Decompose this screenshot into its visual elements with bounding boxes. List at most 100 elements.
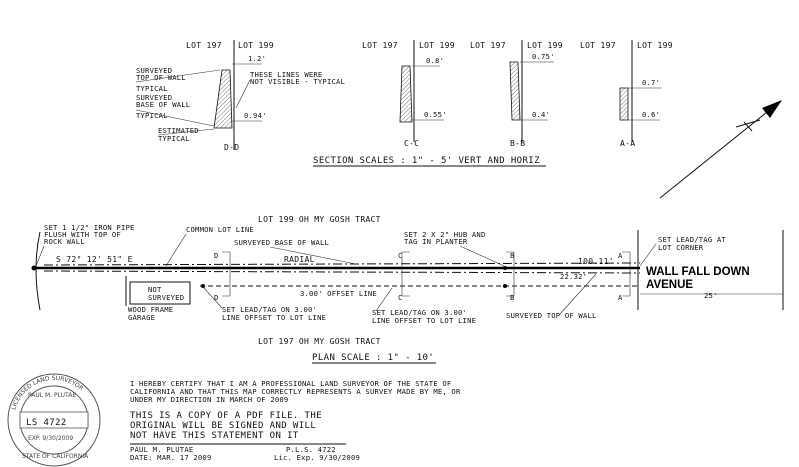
note-common-lot-line: COMMON LOT LINE	[186, 225, 254, 234]
note-lead-tag-corner-2: LOT CORNER	[658, 243, 704, 252]
section-cc-label: C-C	[404, 139, 419, 148]
section-bb-dim-bottom: 0.4'	[532, 110, 550, 119]
note-iron-pipe-3: ROCK WALL	[44, 237, 85, 246]
section-bb-lot-left: LOT 197	[470, 41, 506, 50]
note-lead-tag-corner-1: SET LEAD/TAG AT	[658, 235, 726, 244]
lead-tag-right	[503, 284, 507, 288]
note-radial: RADIAL	[284, 255, 315, 264]
copy-note-2: ORIGINAL WILL BE SIGNED AND WILL	[130, 421, 316, 431]
section-mark-b-top: B	[510, 251, 515, 260]
lead-tag-left	[201, 284, 205, 288]
section-aa-label: A-A	[620, 139, 635, 148]
note-not-visible-1: THESE LINES WERE	[250, 70, 322, 79]
note-lead-tag-right-2: LINE OFFSET TO LOT LINE	[372, 316, 476, 325]
section-bb-label: B-B	[510, 139, 525, 148]
note-iron-pipe-2: FLUSH WITH TOP OF	[44, 230, 121, 239]
cert-line-2: CALIFORNIA AND THAT THIS MAP CORRECTLY R…	[130, 387, 461, 396]
section-bb-lot-right: LOT 199	[527, 41, 563, 50]
plan-distance: 100.11'	[578, 257, 614, 266]
section-aa-lot-right: LOT 199	[637, 41, 673, 50]
plan-lot-top-label: LOT 199 OH MY GOSH TRACT	[258, 215, 381, 224]
note-estimated-1: ESTIMATED	[158, 126, 199, 135]
copy-note-1: THIS IS A COPY OF A PDF FILE. THE	[130, 411, 322, 421]
note-base-of-wall: SURVEYED BASE OF WALL	[234, 238, 329, 247]
surveyed-base-of-wall-line	[43, 262, 641, 266]
section-aa-dim-bottom: 0.6'	[642, 110, 660, 119]
section-mark-a-bottom: A	[618, 293, 623, 302]
section-cc-dim-top: 0.8'	[426, 56, 444, 65]
section-dd-dim-bottom: 0.94'	[244, 111, 267, 120]
plan-bearing: S 72° 12' 51" E	[56, 255, 133, 264]
section-mark-b-bottom: B	[510, 293, 515, 302]
note-iron-pipe-1: SET 1 1/2" IRON PIPE	[44, 223, 135, 232]
not-surveyed-box	[129, 281, 191, 305]
note-not-visible-2: NOT VISIBLE - TYPICAL	[250, 77, 345, 86]
surveyed-top-of-wall-line	[43, 270, 641, 274]
street-name-1: WALL FALL DOWN	[646, 266, 750, 278]
hub-planter	[503, 266, 507, 270]
note-garage-2: GARAGE	[128, 313, 155, 322]
street-width: 25'	[704, 291, 718, 300]
note-surveyed-base-3: TYPICAL	[136, 111, 168, 120]
section-mark-d-bottom: D	[214, 293, 219, 302]
note-hub-1: SET 2 X 2" HUB AND	[404, 230, 486, 239]
section-aa-dim-top: 0.7'	[642, 78, 660, 87]
section-dd-lot-right: LOT 199	[238, 41, 274, 50]
seal-bottom-ring: STATE OF CALIFORNIA	[22, 453, 89, 460]
section-a-a: LOT 197 LOT 199 0.7' 0.6' A-A	[580, 40, 673, 148]
section-bb-dim-top: 0.75'	[532, 52, 555, 61]
plan-view: LOT 199 OH MY GOSH TRACT LOT 197 OH MY G…	[31, 215, 784, 364]
note-surveyed-base-1: SURVEYED	[136, 93, 172, 102]
north-arrow-icon	[659, 100, 782, 199]
note-not-surveyed-1: NOT	[148, 285, 162, 294]
note-surveyed-top-2: TOP OF WALL	[136, 73, 186, 82]
cert-pls: P.L.S. 4722	[286, 445, 336, 454]
section-cc-lot-left: LOT 197	[362, 41, 398, 50]
plan-offset-distance: 22.32'	[560, 272, 587, 281]
seal-exp: EXP. 9/30/2009	[28, 435, 73, 442]
plan-left-boundary	[35, 231, 41, 311]
section-c-c: LOT 197 LOT 199 0.8' 0.55' C-C	[362, 40, 455, 148]
section-bb-wall	[509, 61, 521, 121]
section-dd-dim-top: 1.2'	[248, 54, 266, 63]
seal-name: PAUL M. PLUTAE	[28, 392, 76, 399]
seal-number: LS 4722	[26, 418, 67, 428]
cert-line-1: I HEREBY CERTIFY THAT I AM A PROFESSIONA…	[130, 379, 451, 388]
surveyor-seal: LICENSED LAND SURVEYOR PAUL M. PLUTAE LS…	[7, 373, 101, 467]
street-name-2: AVENUE	[646, 279, 693, 291]
plan-scale-note: PLAN SCALE : 1" - 10'	[312, 353, 434, 363]
cert-line-3: UNDER MY DIRECTION IN MARCH OF 2009	[130, 395, 288, 404]
note-offset-line: 3.00' OFFSET LINE	[300, 289, 377, 298]
note-lead-tag-left-1: SET LEAD/TAG ON 3.00'	[222, 305, 317, 314]
note-surveyed-top-1: SURVEYED	[136, 66, 172, 75]
section-mark-a-top: A	[618, 251, 623, 260]
section-cc-lot-right: LOT 199	[419, 41, 455, 50]
certificate-block: I HEREBY CERTIFY THAT I AM A PROFESSIONA…	[130, 379, 461, 462]
section-aa-lot-left: LOT 197	[580, 41, 616, 50]
section-dd-label: D-D	[224, 143, 239, 152]
section-mark-c-bottom: C	[398, 293, 403, 302]
section-cc-dim-bottom: 0.55'	[424, 110, 447, 119]
note-surveyed-top-3: TYPICAL	[136, 84, 168, 93]
cert-lic: Lic. Exp. 9/30/2009	[274, 453, 360, 462]
section-d-d: LOT 197 LOT 199 1.2' 0.94' SURVEYED TOP …	[135, 40, 345, 152]
copy-note-3: NOT HAVE THIS STATEMENT ON IT	[130, 431, 299, 441]
section-mark-d-top: D	[214, 251, 219, 260]
note-garage-1: WOOD FRAME	[128, 305, 173, 314]
section-aa-wall	[619, 87, 629, 121]
note-surveyed-base-2: BASE OF WALL	[136, 100, 190, 109]
section-scale-note: SECTION SCALES : 1" - 5' VERT AND HORIZ	[313, 156, 540, 166]
plan-lot-bottom-label: LOT 197 OH MY GOSH TRACT	[258, 337, 381, 346]
section-dd-wall	[213, 69, 233, 129]
note-lead-tag-left-2: LINE OFFSET TO LOT LINE	[222, 313, 326, 322]
note-hub-2: TAG IN PLANTER	[404, 237, 468, 246]
note-estimated-2: TYPICAL	[158, 134, 190, 143]
note-top-of-wall: SURVEYED TOP OF WALL	[506, 311, 597, 320]
cert-date: DATE: MAR. 17 2009	[130, 453, 212, 462]
section-b-b: LOT 197 LOT 199 0.75' 0.4' B-B	[470, 40, 563, 148]
section-dd-lot-left: LOT 197	[186, 41, 222, 50]
iron-pipe-monument	[31, 265, 37, 271]
note-lead-tag-right-1: SET LEAD/TAG ON 3.00'	[372, 308, 467, 317]
